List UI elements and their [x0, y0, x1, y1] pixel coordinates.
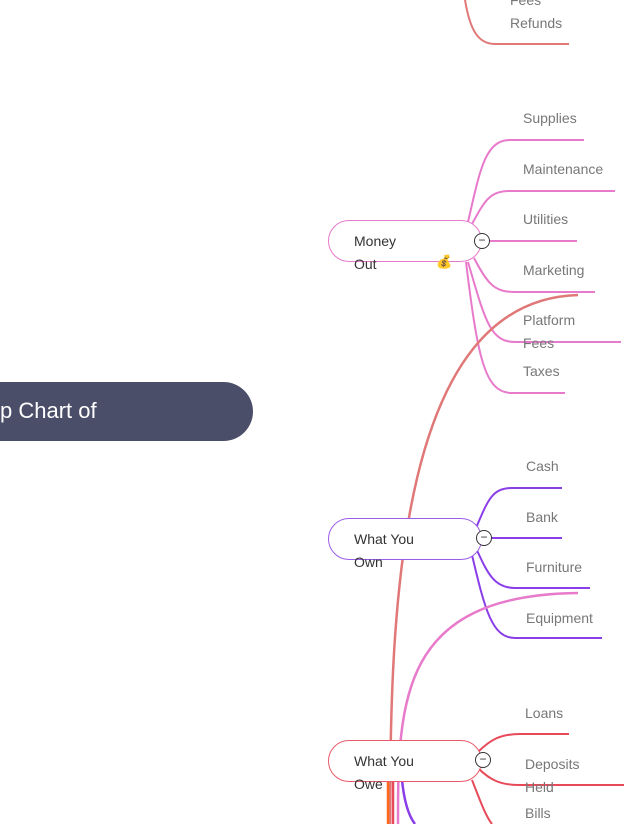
link-loans: [477, 733, 569, 753]
node-label: What You Owe: [354, 753, 414, 792]
root-node[interactable]: p Chart of: [0, 382, 253, 441]
root-link-purple: [400, 779, 417, 824]
leaf-marketing[interactable]: Marketing: [523, 262, 585, 278]
leaf-cash[interactable]: Cash: [526, 458, 559, 474]
link-platform-fees: [467, 261, 621, 343]
node-what-you-owe[interactable]: What You Owe: [328, 740, 482, 792]
leaf-taxes[interactable]: Taxes: [523, 363, 560, 379]
leaf-platform-fees[interactable]: Platform Fees: [523, 312, 576, 351]
link-marketing: [473, 257, 595, 293]
link-deposits-held: [477, 767, 624, 786]
link-furniture: [475, 547, 590, 589]
link-equipment: [471, 554, 602, 639]
collapse-toggle-what-you-owe[interactable]: −: [475, 752, 491, 768]
link-supplies: [467, 139, 584, 223]
leaf-loans[interactable]: Loans: [525, 705, 564, 721]
root-title: p Chart of: [0, 398, 97, 423]
link-cash: [475, 487, 562, 529]
leaf-refunds[interactable]: Refunds: [510, 15, 563, 31]
collapse-toggle-what-you-own[interactable]: −: [476, 530, 492, 546]
leaf-equipment[interactable]: Equipment: [526, 610, 593, 626]
leaf-furniture[interactable]: Furniture: [526, 559, 583, 575]
leaf-bank[interactable]: Bank: [526, 509, 558, 525]
refunds-link: [464, 0, 569, 45]
leaf-supplies[interactable]: Supplies: [523, 110, 577, 126]
collapse-toggle-money-out[interactable]: −: [474, 233, 490, 249]
leaf-deposits-held[interactable]: Deposits Held: [525, 756, 580, 795]
leaf-utilities[interactable]: Utilities: [523, 211, 569, 227]
root-link-red: [388, 293, 579, 824]
leaf-maintenance[interactable]: Maintenance: [523, 161, 604, 177]
leaf-bills[interactable]: Bills: [525, 805, 551, 821]
link-maintenance: [471, 190, 615, 225]
link-taxes: [465, 261, 565, 394]
node-label: What You Own: [354, 531, 414, 570]
leaf-fees-partial[interactable]: Fees: [510, 0, 542, 8]
link-bills: [471, 779, 493, 824]
node-what-you-own[interactable]: What You Own: [328, 518, 482, 570]
money-bag-icon: 💰: [436, 254, 453, 269]
